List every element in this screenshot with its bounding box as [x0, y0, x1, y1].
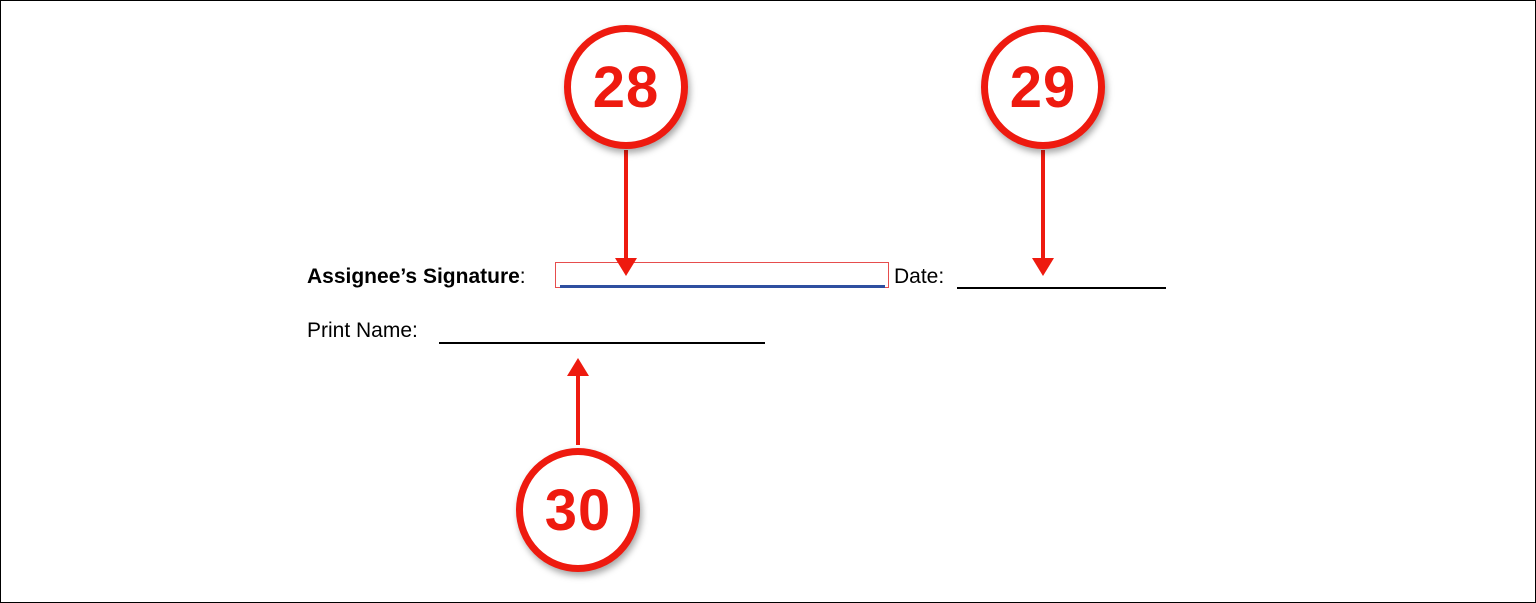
callout-28-badge: 28 [564, 25, 688, 149]
print-name-label: Print Name: [307, 319, 418, 342]
signature-field[interactable] [555, 262, 889, 288]
callout-29-number: 29 [1009, 54, 1077, 120]
arrow-29-head [1032, 258, 1054, 276]
date-label: Date: [894, 265, 945, 288]
callout-29-badge: 29 [981, 25, 1105, 149]
callout-28-number: 28 [592, 54, 660, 120]
arrow-30-head [567, 358, 589, 376]
print-name-field[interactable] [439, 342, 765, 344]
signature-underline [560, 285, 885, 288]
signature-label-group: Assignee’s Signature: [307, 265, 526, 289]
callout-30-badge: 30 [516, 448, 640, 572]
callout-30-number: 30 [544, 477, 612, 543]
arrow-28-head [615, 258, 637, 276]
signature-colon: : [519, 265, 526, 288]
signature-label: Assignee’s Signature [307, 265, 520, 288]
date-field[interactable] [957, 287, 1166, 289]
